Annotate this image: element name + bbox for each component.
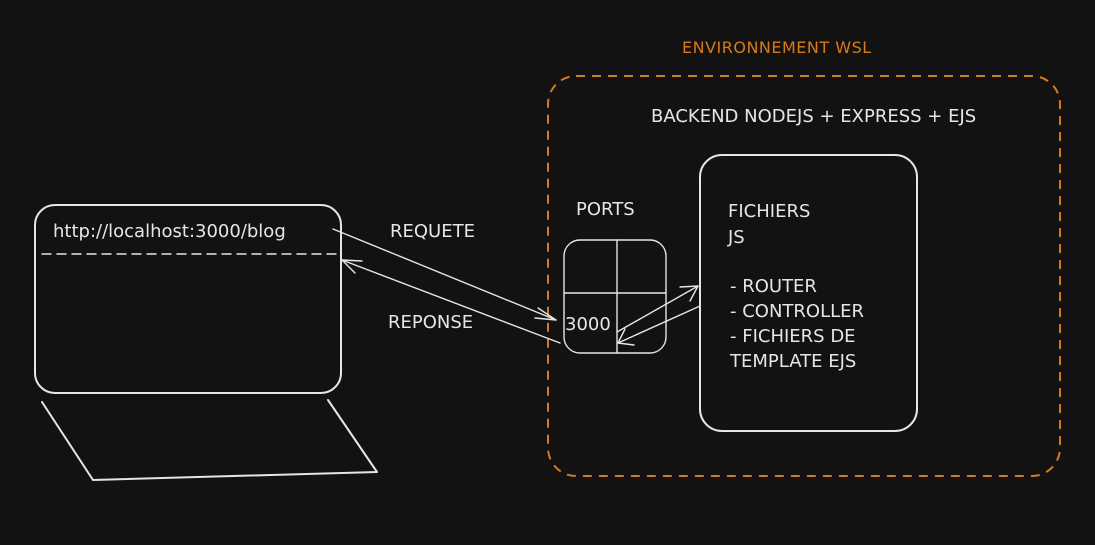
wsl-environment-title: ENVIRONNEMENT WSL	[682, 38, 872, 57]
laptop-icon	[34, 204, 378, 481]
backend-title: BACKEND NODEJS + EXPRESS + EJS	[651, 106, 976, 127]
files-item-templates: - FICHIERS DE	[730, 326, 856, 347]
port-number: 3000	[565, 314, 611, 335]
files-item-controller: - CONTROLLER	[730, 301, 864, 322]
browser-url: http://localhost:3000/blog	[53, 221, 286, 242]
files-title-line1: FICHIERS	[728, 201, 810, 222]
files-item-router: - ROUTER	[730, 276, 817, 297]
request-arrow	[332, 228, 557, 321]
ports-label: PORTS	[576, 199, 635, 220]
request-label: REQUETE	[390, 221, 475, 242]
files-to-port-arrow	[617, 305, 701, 346]
ports-box	[563, 239, 667, 354]
port-to-files-arrow	[616, 285, 699, 333]
wsl-environment-box	[547, 75, 1061, 477]
files-item-templates-line2: TEMPLATE EJS	[729, 351, 856, 372]
response-arrow	[341, 259, 561, 344]
response-label: REPONSE	[388, 312, 473, 333]
files-title-line2: JS	[727, 227, 745, 248]
files-box	[699, 154, 918, 432]
